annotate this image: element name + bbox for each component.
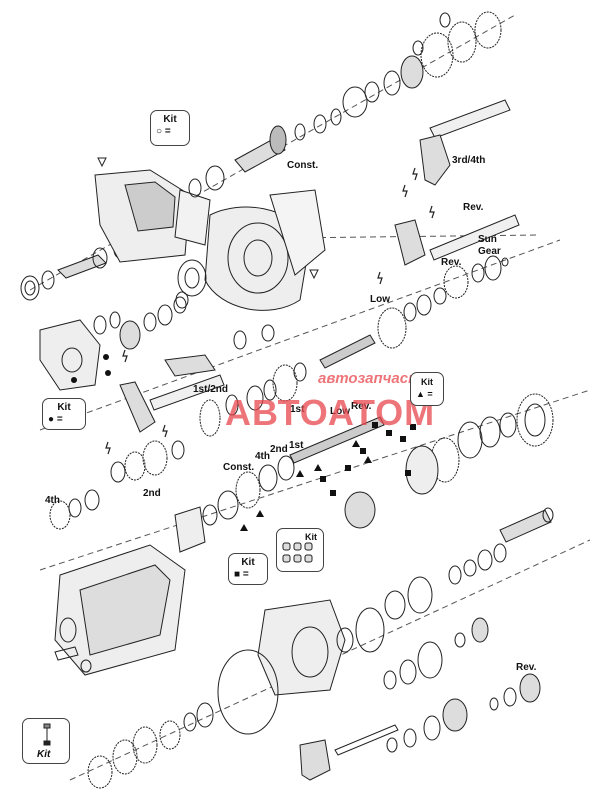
label-2nd-a: 2nd [270, 444, 288, 455]
label-gear: Gear [478, 246, 501, 257]
kit-box-6: Kit [22, 718, 70, 764]
kit-box-5-title: Kit [305, 532, 317, 542]
kit-box-1-symbol: ○ = [156, 126, 171, 137]
warning-triangles [97, 157, 319, 280]
kit-box-3-title: Kit [421, 377, 433, 387]
label-1st-b: 1st [289, 440, 304, 451]
kit-box-2-title: Kit [57, 402, 71, 413]
input-shaft-group [20, 11, 520, 369]
label-4th-left: 4th [45, 495, 60, 506]
kit-box-6-title: Kit [37, 749, 51, 760]
kit-box-3-symbol: ▲ = [416, 389, 433, 399]
rear-cover-group [39, 291, 385, 553]
label-rev-fork: Rev. [463, 202, 484, 213]
kit-box-4: Kit ■ = [228, 553, 268, 585]
label-4th-a: 4th [255, 451, 270, 462]
label-rev-mid: Rev. [351, 401, 372, 412]
label-const-mid: Const. [223, 462, 254, 473]
label-2nd-left: 2nd [143, 488, 161, 499]
kit-box-5-rings [282, 542, 313, 563]
watermark-line2: АВТОАТОМ [225, 392, 436, 433]
kit-markers [71, 354, 416, 531]
kit-box-6-bolt-icon [43, 723, 51, 746]
label-sun: Sun [478, 234, 497, 245]
break-markers [105, 167, 435, 455]
kit-box-4-symbol: ■ = [234, 569, 249, 580]
main-case-group [54, 544, 541, 789]
watermark-line1: автозапчасти [318, 370, 431, 387]
label-const-top: Const. [287, 160, 318, 171]
kit-box-3: Kit ▲ = [410, 372, 444, 406]
label-1st-2nd: 1st/2nd [193, 384, 228, 395]
kit-box-1-title: Kit [163, 114, 177, 125]
kit-box-2-symbol: ● = [48, 414, 63, 425]
kit-box-5: Kit [276, 528, 324, 572]
part-labels: Const. 3rd/4th Rev. Sun Gear Rev. Low 1s… [45, 155, 537, 673]
kit-box-4-title: Kit [241, 557, 255, 568]
label-rev-gear: Rev. [441, 257, 462, 268]
label-rev-bottom: Rev. [516, 662, 537, 673]
planetary-group [344, 393, 554, 585]
kit-box-1: Kit ○ = [150, 110, 190, 146]
label-low-mid: Low [330, 406, 350, 417]
label-low-top: Low [370, 294, 390, 305]
label-1st: 1st [290, 404, 305, 415]
label-3rd-4th: 3rd/4th [452, 155, 485, 166]
kit-box-2: Kit ● = [42, 398, 86, 430]
